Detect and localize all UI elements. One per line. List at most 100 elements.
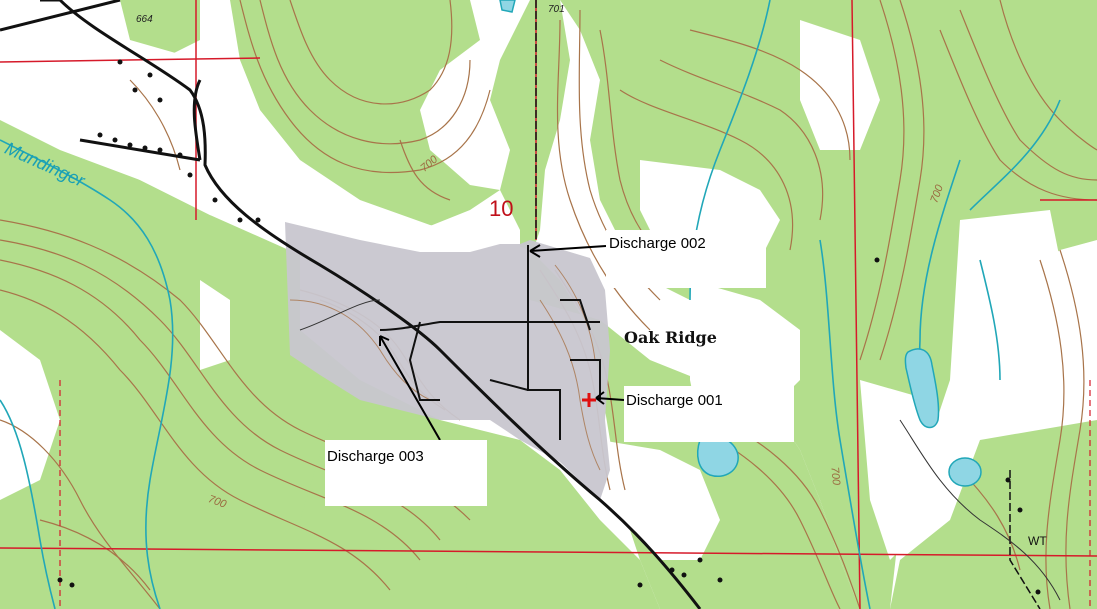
building [637,582,643,588]
building [69,582,75,588]
building [177,152,183,158]
discharge-002-callout: Discharge 002 [606,230,766,288]
building [681,572,687,578]
lake [499,0,516,13]
lake [904,348,940,429]
building [669,567,675,573]
discharge-002-label: Discharge 002 [609,235,706,252]
lakes [499,0,982,487]
stream [0,139,174,609]
discharge-003-label: Discharge 003 [327,448,424,465]
contour-line [619,89,794,251]
contour-line [554,264,596,361]
contour-line [289,0,453,105]
clearing [800,20,880,150]
building [142,145,148,151]
wt-label: WT [1028,534,1047,548]
road-label: 664 [136,14,153,25]
stream [979,259,1001,381]
contour-line [999,0,1097,151]
building [147,72,153,78]
discharge-001-arrow [595,391,625,405]
road [0,0,121,32]
contour-line [879,0,925,361]
contour-line [689,29,851,161]
road [570,359,601,400]
building [1017,507,1023,513]
contour-line [259,0,471,145]
contour-line [39,519,151,591]
contour-line [239,0,491,174]
contour-line [129,79,181,171]
contour-line [289,299,431,401]
facility-contours [289,264,601,471]
contour-line [859,0,905,361]
section-lines-dashed [59,380,1091,609]
contour-line [556,19,651,331]
clearing [930,210,1060,460]
building [237,217,243,223]
building [255,217,261,223]
building [117,59,123,65]
thin-roads [299,299,1061,601]
contour-line [539,299,601,471]
contour-line [959,9,1097,181]
discharge-003-arrow [379,335,441,441]
road [1009,470,1041,609]
building [1005,477,1011,483]
section-number: 10 [489,196,514,221]
pointer-arrows [379,244,625,441]
road [899,419,1061,601]
road [560,299,591,331]
clearing [0,330,60,500]
building [112,137,118,143]
clearing [10,0,520,260]
contour-line [0,419,161,609]
building [697,557,703,563]
buildings [57,59,1041,595]
road [489,379,529,391]
building [57,577,63,583]
vegetation-area [890,420,1097,609]
contour-line [939,29,1097,201]
building [1035,589,1041,595]
contour-line [659,59,824,221]
secondary-roads [535,0,1041,609]
building [157,97,163,103]
contour-line [1059,249,1085,609]
road [408,321,440,401]
building [717,577,723,583]
section-line [0,57,261,63]
building [187,172,193,178]
clearing [200,280,230,370]
lake [948,457,982,487]
building [874,257,880,263]
building [212,197,218,203]
contour-line [0,259,421,561]
road [379,321,600,331]
building [127,142,133,148]
facility-roads [379,245,601,440]
section-line [851,0,861,609]
streams [0,0,1061,609]
contour-line [0,289,391,591]
stream [0,399,56,609]
road [58,0,702,609]
contour-label: 700 [828,466,842,486]
stream [969,99,1061,211]
discharge-002-arrow [529,244,607,258]
road-label: 701 [548,4,565,15]
discharge-001-callout: Discharge 001 [624,386,794,442]
contour-line [399,139,451,201]
road [299,299,381,331]
road [192,79,202,161]
discharge-001-marker [582,393,596,407]
vegetation-area [560,0,1097,609]
section-line [0,547,1097,557]
building [97,132,103,138]
stream [819,239,871,609]
discharge-001-label: Discharge 001 [626,392,723,409]
place-name-label: Oak Ridge [624,328,717,347]
